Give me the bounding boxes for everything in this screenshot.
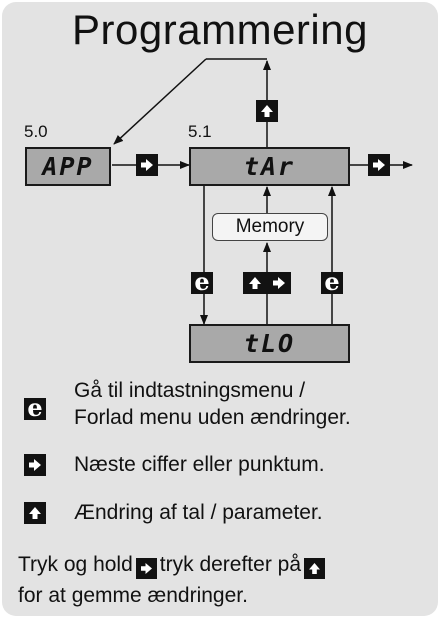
right-arrow-key-icon: [24, 454, 46, 476]
legend-right-arrow: Næste ciffer eller punktum.: [74, 453, 325, 476]
page-title: Programmering: [72, 6, 368, 53]
up-arrow-key-icon: [256, 100, 278, 122]
e-key-icon: e: [321, 269, 343, 294]
e-key-icon: e: [191, 269, 213, 294]
right-arrow-key-icon: [136, 154, 158, 176]
e-key-icon: e: [24, 395, 46, 420]
step-number-left: 5.0: [24, 122, 48, 141]
lcd-display-tar: tAr: [189, 147, 350, 186]
save-instructions: Tryk og hold tryk derefter på for at gemm…: [18, 549, 434, 611]
up-arrow-key-icon: [304, 558, 326, 579]
up-arrow-key-icon: [24, 502, 46, 524]
right-arrow-key-icon: [135, 558, 157, 579]
legend-e-line2: Forlad menu uden ændringer.: [74, 406, 351, 429]
right-arrow-key-icon: [368, 154, 390, 176]
lcd-display-app: APP: [25, 147, 111, 186]
note-part1: Tryk og hold: [18, 553, 133, 576]
memory-label: Memory: [212, 213, 328, 241]
legend-e: Gå til indtastningsmenu / Forlad menu ud…: [74, 377, 351, 431]
legend-e-line1: Gå til indtastningsmenu /: [74, 379, 306, 402]
step-number-right: 5.1: [188, 122, 212, 141]
note-part3: for at gemme ændringer.: [18, 584, 248, 607]
up-right-key-icon: [243, 272, 291, 294]
lcd-display-tlo: tLO: [189, 324, 350, 363]
legend-up-arrow: Ændring af tal / parameter.: [74, 501, 323, 524]
note-part2: tryk derefter på: [159, 553, 302, 576]
